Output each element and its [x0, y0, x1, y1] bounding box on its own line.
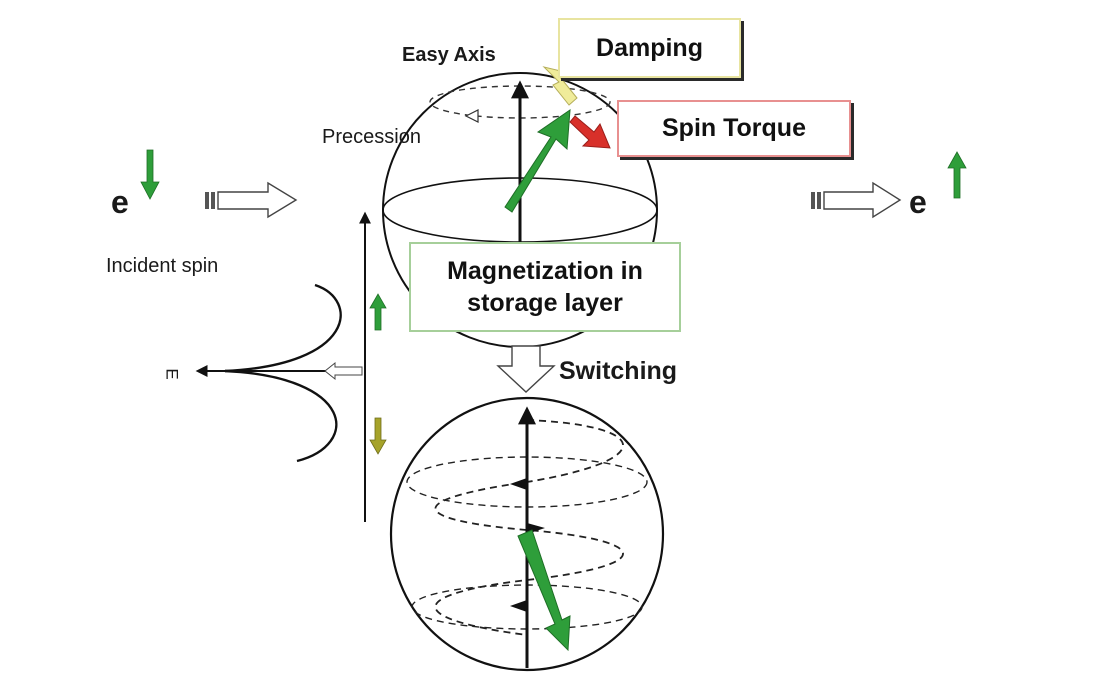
energy-axis-label: E: [162, 368, 182, 380]
switching-arrow-icon: [496, 345, 556, 393]
precession-direction-icon: [464, 109, 479, 123]
energy-shift-arrow-icon: [324, 361, 363, 381]
damping-label: Damping: [596, 33, 703, 62]
incoming-flow-arrow-icon: [205, 181, 298, 219]
outgoing-flow-arrow-icon: [811, 181, 902, 219]
spin-torque-arrow-icon: [569, 115, 611, 149]
spin-torque-label: Spin Torque: [662, 114, 806, 142]
magnetization-label-line2: storage layer: [467, 289, 623, 317]
incident-spin-label: Incident spin: [106, 255, 219, 277]
bottom-sphere: [389, 396, 665, 672]
incident-electron: [140, 149, 298, 219]
trajectory-marker-lower-icon: [510, 600, 527, 612]
spin-torque-box: Spin Torque: [617, 100, 851, 157]
electron-right-label: e: [909, 184, 927, 220]
energy-band-lower-curve: [224, 369, 338, 463]
outgoing-electron: [811, 151, 967, 219]
energy-band-upper-curve: [224, 283, 342, 373]
switched-magnetization-arrow-icon: [517, 529, 571, 652]
damping-box: Damping: [558, 18, 741, 78]
electron-left-label: e: [111, 184, 129, 220]
magnetization-label-line1: Magnetization in: [447, 257, 643, 285]
spin-down-arrow-icon: [140, 149, 160, 200]
band-spin-down-arrow-icon: [369, 417, 387, 455]
easy-axis-label: Easy Axis: [402, 44, 496, 66]
precession-label: Precession: [322, 126, 421, 148]
magnetization-arrow-icon: [504, 108, 571, 213]
magnetization-box: Magnetization in storage layer: [409, 242, 681, 332]
switching-label: Switching: [559, 357, 678, 385]
spin-up-arrow-icon: [947, 151, 967, 199]
damping-arrow-icon: [542, 66, 578, 106]
bottom-sphere-outline: [389, 396, 665, 672]
energy-band-diagram: [195, 211, 387, 522]
band-spin-up-arrow-icon: [369, 293, 387, 331]
trajectory-marker-upper-icon: [510, 478, 527, 490]
